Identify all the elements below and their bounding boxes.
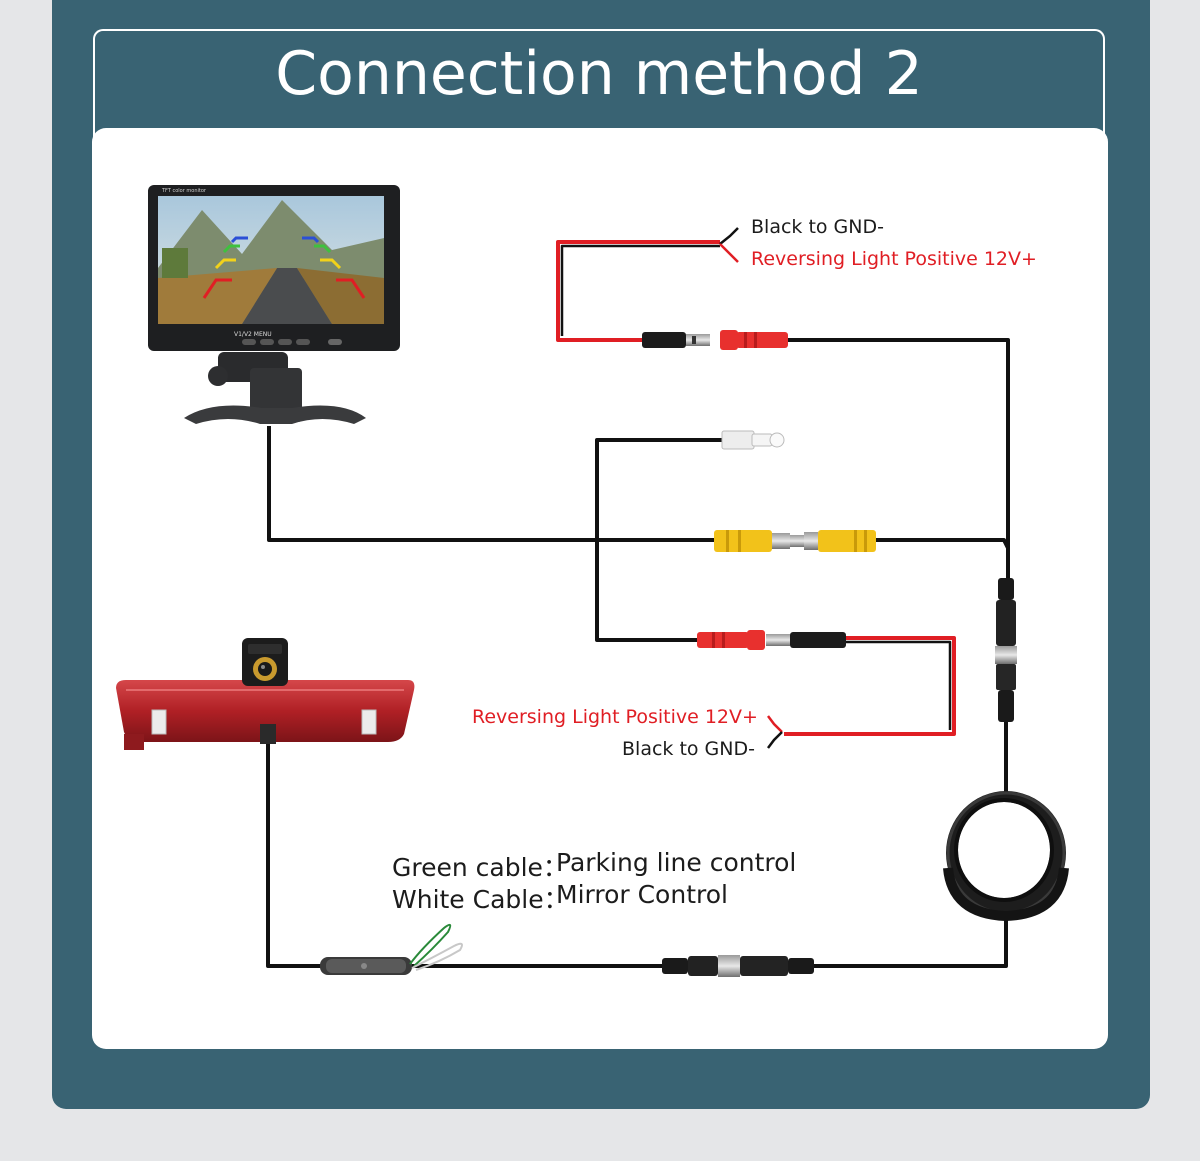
wires	[266, 240, 1010, 968]
monitor-video-wire	[267, 426, 714, 542]
wiring-diagram: TFT color monitor V1/V2 MENU	[116, 185, 1069, 977]
monitor-brand: TFT color monitor	[161, 188, 207, 194]
bottom-dc-female-connector	[697, 630, 765, 650]
top-dc-female-connector	[720, 330, 788, 350]
white-rca-connector	[721, 430, 785, 450]
white-cable-note-cable: White Cable：	[392, 885, 569, 914]
pigtail-split-bottom	[767, 715, 783, 749]
page-title: Connection method 2	[275, 39, 923, 109]
coil-out-wire	[812, 913, 1008, 968]
green-cable-note-cable: Green cable：	[392, 853, 568, 882]
top-gnd-label: Black to GND-	[751, 216, 884, 238]
top-red-wire	[556, 240, 720, 342]
top-12v-label: Reversing Light Positive 12V+	[751, 248, 1037, 270]
camera-cable	[266, 728, 324, 968]
bottom-red-wire	[784, 636, 956, 736]
brake-light-camera	[116, 638, 415, 750]
bottom-12v-label: Reversing Light Positive 12V+	[472, 706, 758, 728]
green-cable-note-function: Parking line control	[556, 848, 797, 877]
white-rca-wire	[595, 438, 722, 642]
yellow-rca-monitor-side	[714, 530, 790, 552]
yellow-rca-camera-side	[790, 530, 876, 552]
top-dc-male-connector	[642, 332, 710, 348]
monitor: TFT color monitor V1/V2 MENU	[148, 185, 400, 424]
pigtail-split-top	[719, 227, 739, 263]
bottom-gnd-label: Black to GND-	[622, 738, 755, 760]
aviation-connector-horizontal	[662, 955, 814, 977]
extension-cable-coil	[943, 791, 1069, 922]
bottom-dc-male-connector	[766, 632, 846, 648]
diagram-card: TFT color monitor V1/V2 MENU	[92, 128, 1108, 1049]
aviation-connector-vertical	[995, 578, 1017, 722]
monitor-button-labels: V1/V2 MENU	[234, 331, 272, 338]
title-frame	[93, 29, 1105, 149]
camera-video-wire	[875, 538, 1010, 580]
top-power-wire	[787, 338, 1010, 580]
white-cable-note-function: Mirror Control	[556, 880, 728, 909]
control-box	[320, 923, 463, 975]
